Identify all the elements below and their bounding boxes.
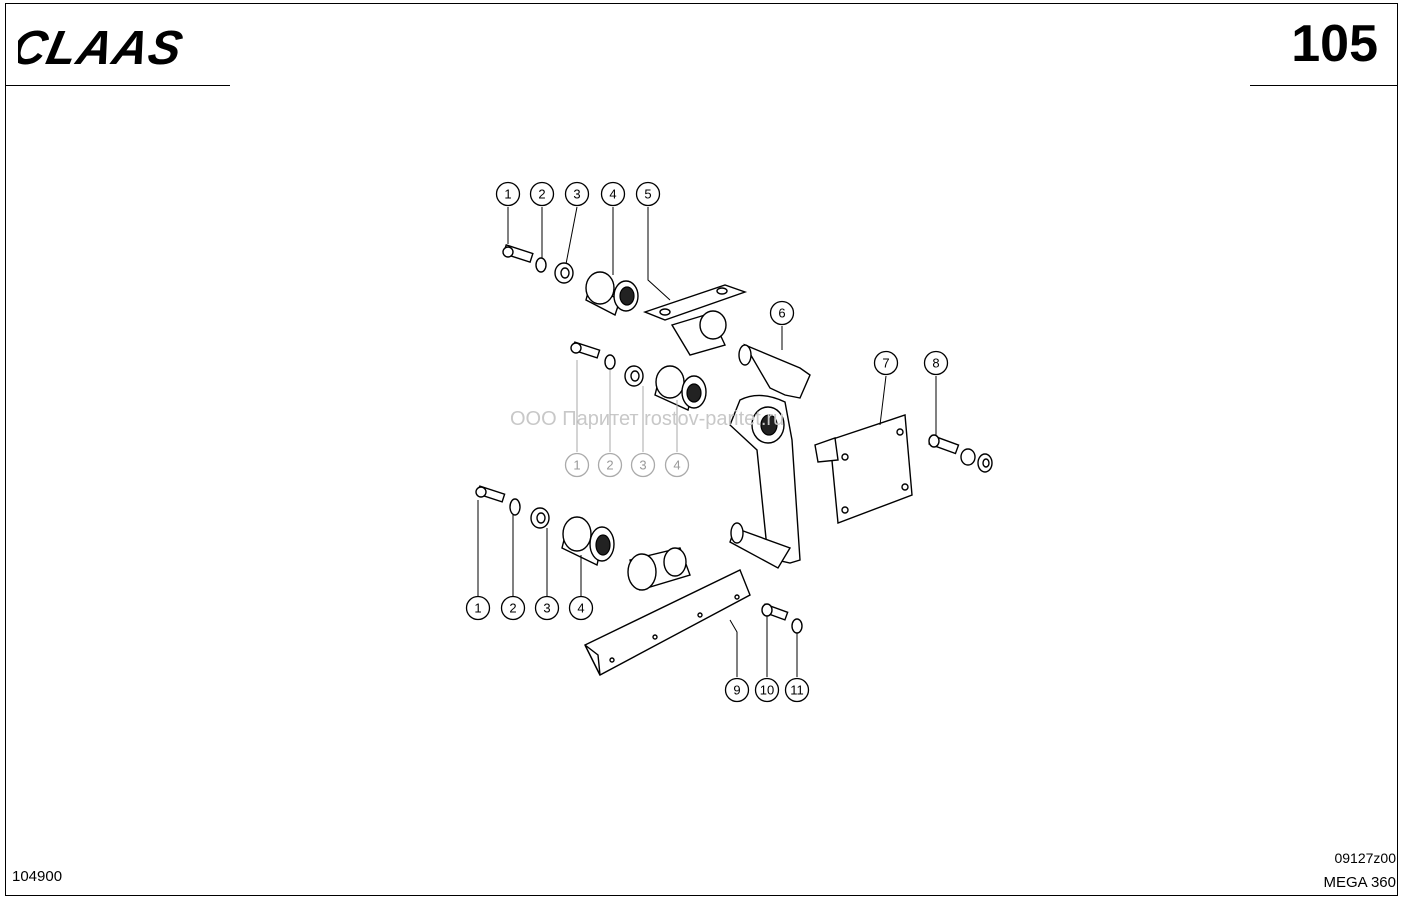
callout-middle-4: 4 [664, 452, 690, 478]
plate-bolt [928, 434, 960, 455]
bottom-nut [530, 507, 550, 529]
svg-text:1: 1 [573, 458, 580, 473]
callout-bracket-washer: 11 [784, 677, 810, 703]
bottom-bracket [584, 547, 751, 676]
svg-text:2: 2 [606, 458, 613, 473]
watermark-text: ООО Паритет rostov-paritet.ru [510, 408, 785, 430]
callout-top-5: 5 [635, 181, 661, 207]
svg-text:5: 5 [644, 187, 651, 202]
callout-lever: 6 [769, 300, 795, 326]
svg-text:8: 8 [932, 356, 939, 371]
top-nut [554, 262, 574, 284]
svg-text:2: 2 [538, 187, 545, 202]
mounting-plate [814, 414, 913, 524]
svg-text:4: 4 [609, 187, 616, 202]
svg-text:3: 3 [573, 187, 580, 202]
svg-text:7: 7 [882, 356, 889, 371]
callout-top-1: 1 [495, 181, 521, 207]
svg-text:4: 4 [577, 601, 584, 616]
top-washer [535, 257, 547, 273]
callout-plate: 7 [873, 350, 899, 376]
callout-bottom-2: 2 [500, 595, 526, 621]
svg-text:9: 9 [733, 683, 740, 698]
claas-logo: CLAAS [18, 21, 188, 72]
svg-text:2: 2 [509, 601, 516, 616]
header-rule-left [5, 85, 230, 86]
svg-text:11: 11 [790, 683, 804, 698]
callout-bracket-bolt: 10 [754, 677, 780, 703]
top-bushing [585, 271, 639, 316]
svg-text:10: 10 [760, 683, 774, 698]
middle-washer [604, 354, 616, 370]
svg-text:3: 3 [543, 601, 550, 616]
callout-top-3: 3 [564, 181, 590, 207]
callout-bracket: 9 [724, 677, 750, 703]
middle-nut [624, 365, 644, 387]
callout-bottom-4: 4 [568, 595, 594, 621]
callout-top-4: 4 [600, 181, 626, 207]
bracket-washer [791, 618, 803, 634]
svg-text:CLAAS: CLAAS [18, 21, 188, 72]
top-bracket [642, 284, 748, 356]
document-number: 104900 [12, 868, 63, 885]
callout-middle-2: 2 [597, 452, 623, 478]
plate-washer [960, 448, 976, 466]
callout-bottom-3: 3 [534, 595, 560, 621]
drawing-code: 09127z00 [1334, 850, 1396, 866]
plate-nut [977, 453, 993, 473]
bottom-bolt [475, 485, 506, 503]
callout-middle-1: 1 [564, 452, 590, 478]
callout-bottom-1: 1 [465, 595, 491, 621]
header-rule-right [1250, 85, 1398, 86]
svg-text:4: 4 [673, 458, 680, 473]
middle-bushing [654, 365, 707, 411]
model-name: MEGA 360 [1323, 874, 1396, 891]
callout-top-2: 2 [529, 181, 555, 207]
bottom-bushing [561, 516, 615, 567]
bottom-washer [509, 498, 521, 516]
svg-text:3: 3 [639, 458, 646, 473]
lever [729, 343, 811, 569]
callout-middle-3: 3 [630, 452, 656, 478]
svg-text:6: 6 [778, 306, 785, 321]
page-number: 105 [1291, 15, 1378, 73]
callout-plate-bolt: 8 [923, 350, 949, 376]
bracket-bolt [761, 603, 789, 621]
svg-text:1: 1 [504, 187, 511, 202]
svg-text:1: 1 [474, 601, 481, 616]
page-frame [5, 3, 1398, 896]
middle-bolt [570, 341, 601, 359]
top-bolt [502, 244, 534, 264]
